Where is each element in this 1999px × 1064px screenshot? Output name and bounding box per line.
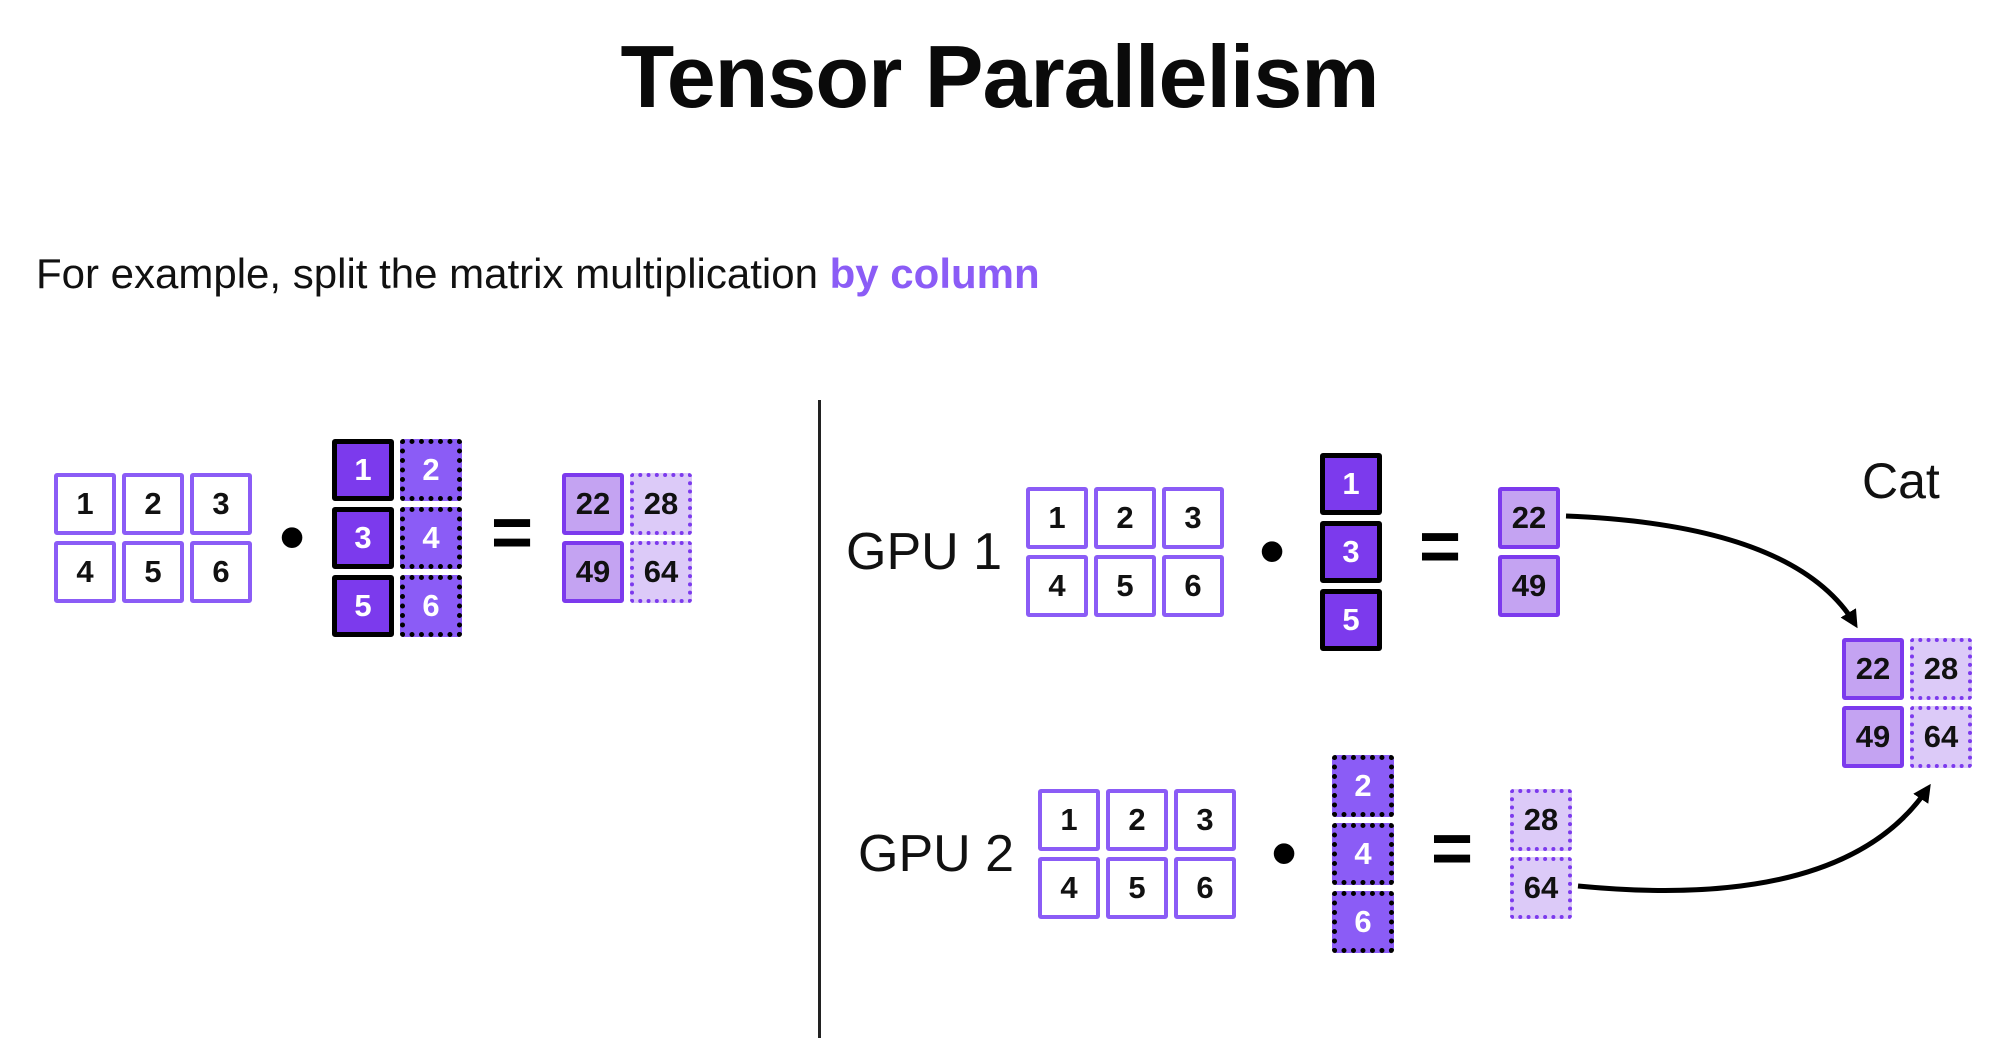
gpu1-matrix-a: 1 2 3 4 5 6	[1026, 487, 1224, 617]
matrix-cell: 6	[400, 575, 462, 637]
gpu1-row: GPU 1 1 2 3 4 5 6 • 1 3 5 = 22 49	[846, 453, 1560, 651]
left-example: 1 2 3 4 5 6 • 1 2 3 4 5 6 = 22 28 49 64	[54, 439, 692, 637]
gpu1-column-vector: 1 3 5	[1320, 453, 1382, 651]
page-title: Tensor Parallelism	[620, 27, 1379, 126]
left-matrix-b: 1 2 3 4 5 6	[332, 439, 462, 637]
matrix-cell: 2	[1094, 487, 1156, 549]
gpu2-result-column: 28 64	[1510, 789, 1572, 919]
matrix-cell: 5	[122, 541, 184, 603]
matrix-cell: 28	[1910, 638, 1972, 700]
left-result-matrix: 22 28 49 64	[562, 473, 692, 603]
matrix-cell: 6	[1162, 555, 1224, 617]
gpu2-column-vector: 2 4 6	[1332, 755, 1394, 953]
concat-arrow-top	[1565, 513, 1858, 629]
matrix-cell: 1	[1038, 789, 1100, 851]
matrix-cell: 3	[1174, 789, 1236, 851]
equals-sign: =	[1430, 809, 1474, 889]
matrix-cell: 22	[1498, 487, 1560, 549]
cat-label: Cat	[1862, 453, 1940, 509]
gpu2-row: GPU 2 1 2 3 4 5 6 • 2 4 6 = 28 64	[858, 755, 1572, 953]
matrix-cell: 1	[1320, 453, 1382, 515]
matrix-cell: 4	[54, 541, 116, 603]
matrix-cell: 3	[1320, 521, 1382, 583]
matrix-cell: 3	[1162, 487, 1224, 549]
matrix-cell: 2	[1332, 755, 1394, 817]
subtitle-text: For example, split the matrix multiplica…	[36, 250, 830, 297]
dot-operator: •	[1270, 811, 1298, 896]
matrix-cell: 5	[1320, 589, 1382, 651]
dot-operator: •	[1258, 509, 1286, 594]
matrix-cell: 64	[630, 541, 692, 603]
matrix-cell: 2	[122, 473, 184, 535]
matrix-cell: 64	[1510, 857, 1572, 919]
cat-result-matrix: 22 28 49 64	[1842, 638, 1972, 768]
subtitle: For example, split the matrix multiplica…	[36, 250, 1040, 298]
concat-arrow-bottom	[1577, 783, 1931, 893]
matrix-cell: 28	[630, 473, 692, 535]
matrix-cell: 22	[562, 473, 624, 535]
matrix-cell: 6	[1332, 891, 1394, 953]
equals-sign: =	[1418, 507, 1462, 587]
gpu2-label: GPU 2	[858, 825, 1015, 883]
matrix-cell: 4	[400, 507, 462, 569]
matrix-cell: 1	[332, 439, 394, 501]
matrix-cell: 64	[1910, 706, 1972, 768]
subtitle-highlight: by column	[829, 250, 1040, 297]
matrix-cell: 3	[332, 507, 394, 569]
equals-sign: =	[490, 493, 534, 573]
matrix-cell: 5	[1106, 857, 1168, 919]
matrix-cell: 2	[1106, 789, 1168, 851]
vertical-divider	[818, 400, 821, 1038]
matrix-cell: 1	[1026, 487, 1088, 549]
matrix-cell: 2	[400, 439, 462, 501]
matrix-cell: 4	[1026, 555, 1088, 617]
matrix-cell: 6	[190, 541, 252, 603]
gpu1-result-column: 22 49	[1498, 487, 1560, 617]
matrix-cell: 5	[332, 575, 394, 637]
matrix-cell: 49	[1498, 555, 1560, 617]
matrix-cell: 6	[1174, 857, 1236, 919]
matrix-cell: 4	[1038, 857, 1100, 919]
matrix-cell: 22	[1842, 638, 1904, 700]
matrix-cell: 4	[1332, 823, 1394, 885]
matrix-cell: 1	[54, 473, 116, 535]
matrix-cell: 28	[1510, 789, 1572, 851]
left-matrix-a: 1 2 3 4 5 6	[54, 473, 252, 603]
matrix-cell: 49	[1842, 706, 1904, 768]
dot-operator: •	[278, 495, 306, 580]
matrix-cell: 5	[1094, 555, 1156, 617]
gpu2-matrix-a: 1 2 3 4 5 6	[1038, 789, 1236, 919]
gpu1-label: GPU 1	[846, 523, 1003, 581]
matrix-cell: 3	[190, 473, 252, 535]
matrix-cell: 49	[562, 541, 624, 603]
